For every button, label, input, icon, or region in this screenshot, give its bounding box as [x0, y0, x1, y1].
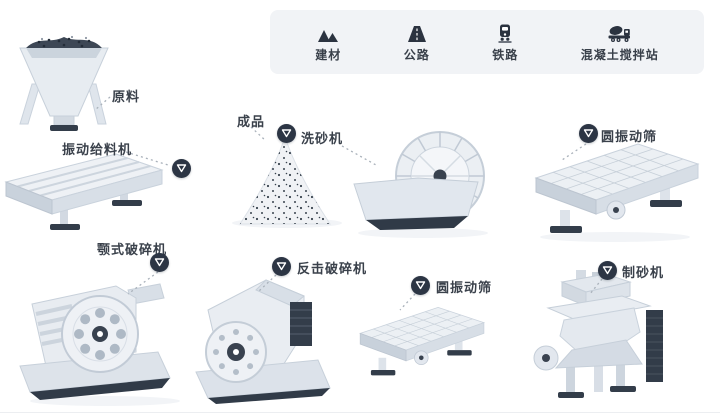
legend-item-railway: 铁路 [492, 21, 518, 63]
label-sand-maker: 制砂机 [622, 265, 665, 280]
concrete-mixing-station-icon [607, 21, 632, 43]
jaw-crusher-illustration [19, 283, 171, 400]
marker-impact-crusher [272, 257, 291, 276]
label-jaw-crusher: 颚式破碎机 [97, 242, 168, 257]
finished-product-pile-illustration [239, 134, 331, 225]
railway-icon [495, 21, 515, 43]
legend-item-concrete-mixing-station: 混凝土搅拌站 [581, 21, 659, 63]
marker-sand-washer [277, 124, 296, 143]
sand-washer-illustration [353, 131, 485, 230]
triangle-down-icon [276, 262, 287, 271]
marker-sand-maker [598, 261, 617, 280]
triangle-down-icon [415, 281, 426, 290]
marker-vibrating-feeder [172, 159, 191, 178]
label-vibrating-feeder: 振动给料机 [62, 142, 133, 157]
circular-vibrating-screen-lower-illustration [359, 307, 486, 376]
ground-shadow [358, 228, 488, 238]
label-screen-lower: 圆振动筛 [436, 280, 493, 295]
triangle-down-icon [602, 266, 613, 275]
circular-vibrating-screen-upper-illustration [534, 143, 700, 233]
legend-label: 混凝土搅拌站 [580, 48, 659, 62]
label-finished-product: 成品 [237, 114, 266, 129]
sand-making-machine-illustration [533, 270, 663, 398]
legend-item-building-materials: 建材 [315, 21, 341, 63]
application-legend: 建材 公路 [270, 10, 704, 74]
highway-icon [407, 21, 427, 43]
legend-label: 建材 [315, 48, 342, 62]
legend-label: 铁路 [492, 48, 519, 62]
ground-line [0, 412, 720, 413]
triangle-down-icon [176, 164, 187, 173]
ground-shadow [30, 396, 180, 406]
impact-crusher-illustration [195, 279, 331, 404]
ground-shadow [540, 232, 690, 242]
marker-screen-lower [411, 276, 430, 295]
legend-label: 公路 [403, 48, 430, 62]
label-sand-washer: 洗砂机 [301, 131, 344, 146]
marker-screen-upper [579, 124, 598, 143]
marker-jaw-crusher [150, 253, 169, 272]
building-materials-icon [317, 21, 339, 43]
triangle-down-icon [154, 258, 165, 267]
triangle-down-icon [281, 129, 292, 138]
label-screen-upper: 圆振动筛 [601, 129, 658, 144]
label-raw-material: 原料 [112, 89, 141, 104]
raw-material-hopper-illustration [19, 35, 109, 131]
label-impact-crusher: 反击破碎机 [297, 261, 368, 276]
triangle-down-icon [583, 129, 594, 138]
vibrating-feeder-illustration [4, 153, 164, 230]
legend-item-highway: 公路 [404, 21, 430, 63]
